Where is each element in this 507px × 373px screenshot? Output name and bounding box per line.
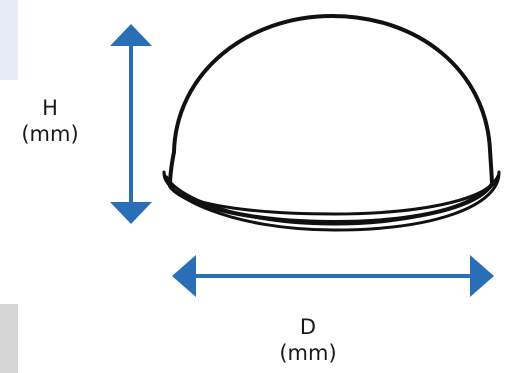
- height-label-name: H: [42, 96, 58, 120]
- diameter-label: D (mm): [258, 314, 358, 366]
- diameter-label-name: D: [299, 315, 317, 339]
- height-arrow-head-top: [110, 24, 152, 46]
- diameter-arrow-head-left: [172, 255, 196, 297]
- left-edge-panel-bottom: [0, 304, 18, 373]
- height-label-unit: (mm): [21, 122, 79, 146]
- height-label: H (mm): [6, 95, 94, 147]
- bumper-dome: [168, 14, 494, 224]
- hemisphere-bumper-icon: [162, 14, 501, 232]
- diameter-arrow-head-right: [470, 255, 494, 297]
- diameter-arrow-icon: [172, 255, 494, 297]
- left-edge-panel-top: [0, 0, 18, 80]
- diameter-label-unit: (mm): [279, 341, 337, 365]
- bumper-rim-outer: [164, 175, 500, 226]
- height-arrow-icon: [110, 24, 152, 224]
- height-arrow-head-bottom: [110, 202, 152, 224]
